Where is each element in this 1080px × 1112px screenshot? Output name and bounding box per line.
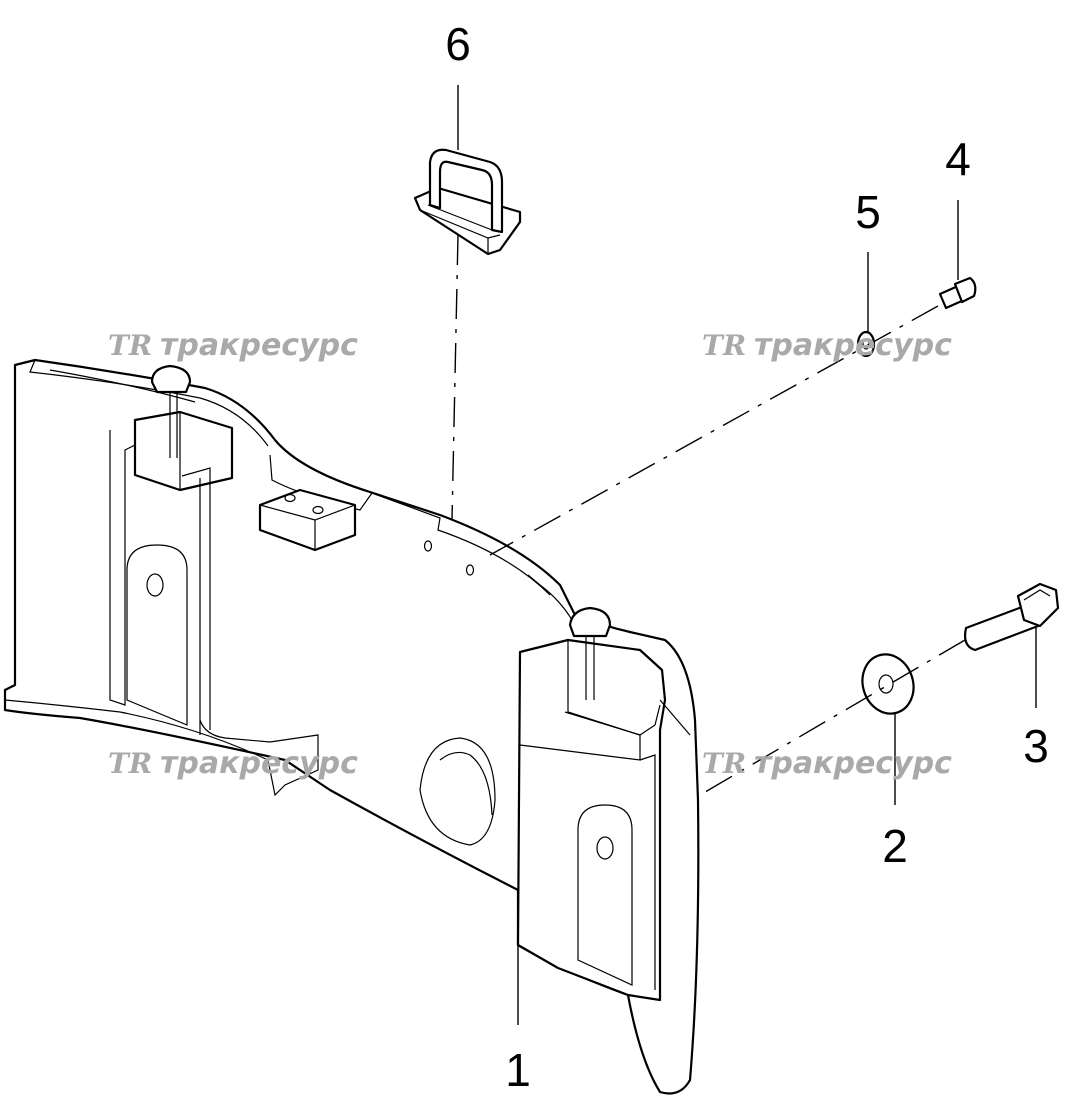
watermark-text: тракресурс <box>160 746 358 781</box>
part-label-1: 1 <box>505 1044 531 1096</box>
part-label-5: 5 <box>855 186 881 238</box>
watermark-logo: TR <box>108 329 152 362</box>
watermark-bottom-left: TR тракресурс <box>108 746 358 781</box>
watermark-logo: TR <box>702 329 746 362</box>
part-label-4: 4 <box>945 133 971 185</box>
watermark-top-left: TR тракресурс <box>108 328 358 363</box>
part-label-6: 6 <box>445 18 471 70</box>
watermark-text: тракресурс <box>754 328 952 363</box>
watermark-top-right: TR тракресурс <box>702 328 952 363</box>
washer <box>861 653 915 805</box>
watermark-text: тракресурс <box>754 746 952 781</box>
watermark-text: тракресурс <box>160 328 358 363</box>
screw <box>938 200 977 310</box>
watermark-logo: TR <box>108 747 152 780</box>
lifting-eye <box>413 85 522 521</box>
watermark-logo: TR <box>702 747 746 780</box>
part-label-2: 2 <box>882 820 908 872</box>
bolt <box>963 582 1060 708</box>
counterweight-body <box>3 358 700 1095</box>
watermark-bottom-right: TR тракресурс <box>702 746 952 781</box>
part-label-3: 3 <box>1023 720 1049 772</box>
